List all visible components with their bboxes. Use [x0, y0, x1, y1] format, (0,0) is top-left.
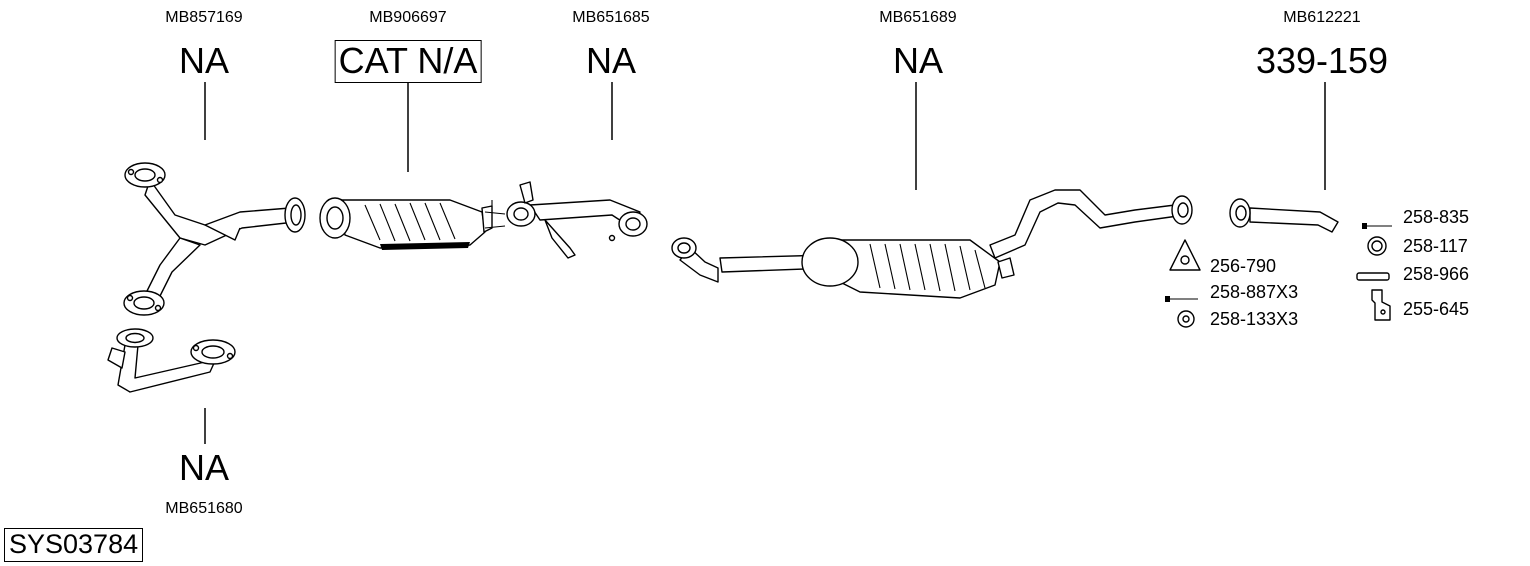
front-pipe-upper-drawing: [123, 162, 306, 316]
part-code-label: NA: [178, 40, 230, 81]
part-code-label: NA: [178, 447, 230, 488]
accessory-code-label: 258-966: [1403, 264, 1470, 284]
catalyst-drawing: [319, 197, 506, 250]
tail-pipe-drawing: [1229, 198, 1339, 233]
accessory-code-label: 256-790: [1210, 256, 1277, 276]
accessory-code-label: 258-117: [1403, 236, 1468, 256]
bracket-icon: [1371, 289, 1391, 321]
gasket-icon: [1169, 239, 1201, 271]
part-oem-label: MB651689: [879, 9, 957, 26]
accessory-code-label: 255-645: [1403, 299, 1470, 319]
ring-icon: [1177, 310, 1195, 328]
accessory-code-label: 258-133X3: [1210, 309, 1299, 329]
bolt-icon: [1165, 296, 1198, 302]
accessory-code-label: 258-887X3: [1210, 282, 1299, 302]
middle-silencer-drawing: [671, 189, 1193, 299]
ring-icon: [1367, 236, 1387, 256]
part-code-label: CAT N/A: [334, 40, 482, 83]
clamp-icon: [1356, 272, 1390, 281]
part-oem-label: MB906697: [369, 9, 447, 26]
part-code-label: 339-159: [1255, 40, 1389, 81]
system-code-label: SYS03784: [4, 528, 144, 562]
bolt-icon: [1362, 223, 1392, 229]
part-oem-label: MB857169: [165, 9, 243, 26]
part-oem-label: MB651685: [572, 9, 650, 26]
center-pipe-drawing: [506, 181, 648, 259]
part-oem-label: MB651680: [165, 500, 243, 517]
front-pipe-lower-drawing: [107, 328, 236, 393]
accessory-code-label: 258-835: [1403, 207, 1470, 227]
part-code-label: NA: [892, 40, 944, 81]
part-oem-label: MB612221: [1283, 9, 1361, 26]
part-code-label: NA: [585, 40, 637, 81]
